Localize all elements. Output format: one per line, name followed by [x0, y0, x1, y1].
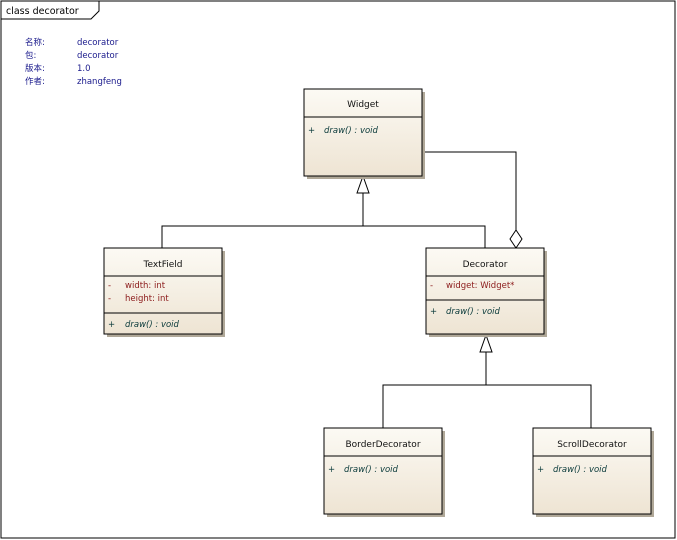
- property-key-version: 版本:: [25, 63, 45, 74]
- generalization-arrow-decorator: [479, 333, 493, 353]
- attribute-signature: width: int: [125, 281, 166, 291]
- generalization-line-decorator-subclasses: [382, 384, 592, 429]
- connectors: [161, 151, 592, 429]
- operation-visibility: +: [308, 126, 315, 136]
- class-scrolldecorator[interactable]: ScrollDecorator + draw() : void: [532, 427, 654, 517]
- frame-label-tab: [1, 1, 100, 20]
- class-box: [425, 247, 545, 335]
- class-box: [103, 247, 223, 335]
- attribute-visibility: -: [108, 294, 111, 304]
- aggregation-line-decorator-widget: [423, 151, 517, 230]
- class-borderdecorator[interactable]: BorderDecorator + draw() : void: [323, 427, 445, 517]
- operation-signature: draw() : void: [324, 126, 379, 136]
- operation-signature: draw() : void: [446, 307, 501, 317]
- operation-signature: draw() : void: [344, 465, 399, 475]
- operation-signature: draw() : void: [553, 465, 608, 475]
- class-name: TextField: [143, 260, 183, 270]
- attribute-signature: height: int: [125, 294, 169, 304]
- property-value-name: decorator: [77, 38, 119, 48]
- property-key-name: 名称:: [25, 37, 45, 48]
- operation-visibility: +: [108, 320, 115, 330]
- attribute-visibility: -: [430, 281, 433, 291]
- class-name: Widget: [347, 100, 379, 110]
- generalization-arrow-widget: [356, 174, 370, 194]
- operation-visibility: +: [430, 307, 437, 317]
- class-name: Decorator: [463, 260, 508, 270]
- class-name: BorderDecorator: [345, 440, 420, 450]
- diagram-title: class decorator: [6, 6, 79, 17]
- class-name: ScrollDecorator: [557, 440, 627, 450]
- operation-signature: draw() : void: [125, 320, 180, 330]
- attribute-visibility: -: [108, 281, 111, 291]
- class-decorator[interactable]: Decorator - widget: Widget* + draw() : v…: [425, 247, 547, 337]
- class-box: [323, 427, 443, 515]
- attribute-signature: widget: Widget*: [446, 281, 514, 291]
- class-box: [303, 88, 423, 177]
- property-value-version: 1.0: [77, 64, 91, 74]
- diagram-properties: 名称: decorator 包: decorator 版本: 1.0 作者: z…: [25, 37, 122, 87]
- property-value-author: zhangfeng: [77, 77, 122, 87]
- operation-visibility: +: [537, 465, 544, 475]
- operation-visibility: +: [328, 465, 335, 475]
- class-widget[interactable]: Widget + draw() : void: [303, 88, 425, 179]
- class-textfield[interactable]: TextField - width: int - height: int + d…: [103, 247, 225, 337]
- generalization-line-widget-subclasses: [161, 225, 486, 249]
- property-key-package: 包:: [25, 50, 36, 61]
- property-key-author: 作者:: [25, 76, 45, 87]
- class-box: [532, 427, 652, 515]
- property-value-package: decorator: [77, 51, 119, 61]
